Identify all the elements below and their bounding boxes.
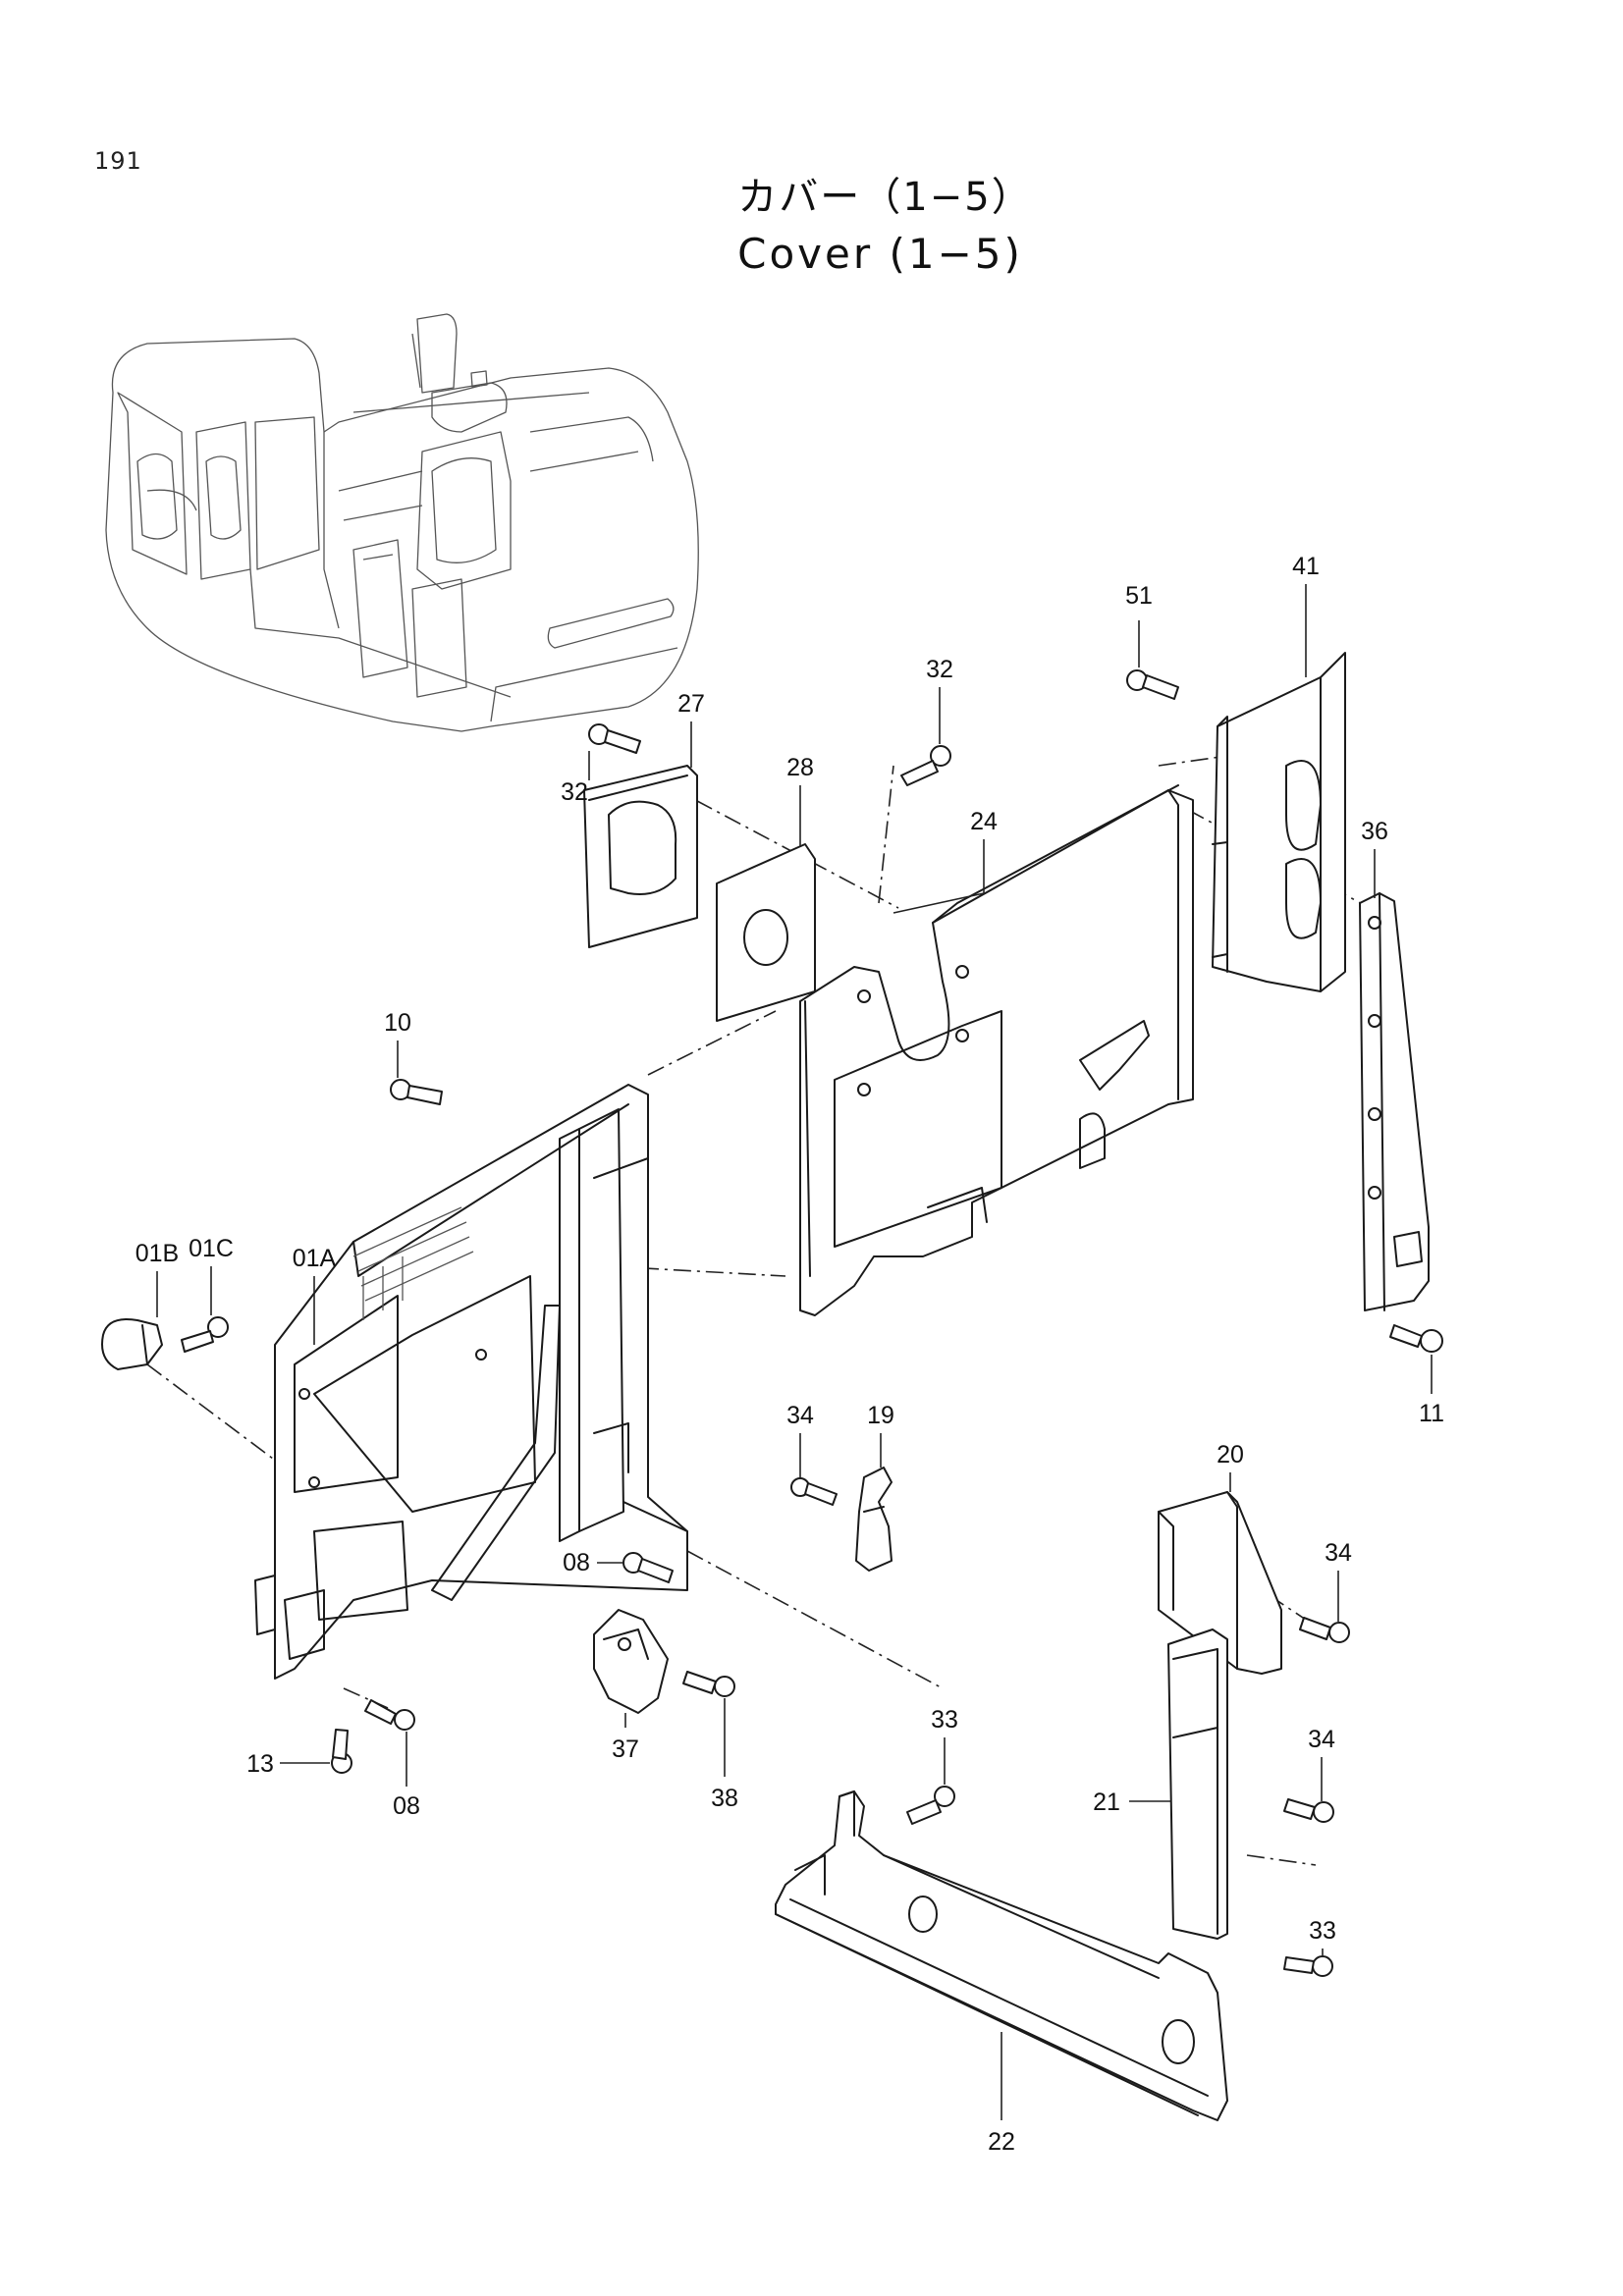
callout-10: 10 [384,1009,411,1037]
bolt-33-lower [1283,1955,1333,1977]
callout-33-upper: 33 [931,1706,958,1734]
callout-08-upper: 08 [563,1549,590,1576]
callout-32-left: 32 [561,778,588,806]
part-24-panel [799,784,1194,1316]
leader-lines [156,584,1433,2120]
callout-21: 21 [1093,1789,1120,1816]
part-28-pad [716,843,816,1022]
bolt-34-near-21 [1283,1798,1334,1823]
bolts [181,669,1443,1977]
bolt-10 [390,1079,443,1105]
callout-labels: 51 41 32 27 32 28 24 36 10 01A 01C 01B 1… [135,553,1444,2156]
part-41-panel [1212,652,1346,992]
part-36-bracket [1359,892,1430,1311]
callout-34-near-20: 34 [1325,1539,1352,1567]
part-21-panel [1167,1629,1228,1940]
callout-34-near-21: 34 [1308,1726,1335,1753]
bolt-32-left [588,723,641,754]
callout-34-near-19: 34 [786,1402,814,1429]
callout-36: 36 [1361,818,1388,845]
callout-28: 28 [786,754,814,781]
bolt-38 [682,1671,735,1697]
bolt-32-center [900,745,951,786]
title-english: Cover (1−5) [737,230,1023,278]
callout-51: 51 [1125,582,1153,610]
callout-01C: 01C [189,1235,234,1262]
callout-22: 22 [988,2128,1015,2156]
bolt-34-near-19 [790,1477,838,1506]
part-01A-panel-assembly [254,1084,688,1680]
callout-38: 38 [711,1785,738,1812]
part-22-frame [775,1790,1228,2121]
callout-32-center: 32 [926,656,953,683]
callout-27: 27 [677,690,705,718]
callout-19: 19 [867,1402,894,1429]
callout-11: 11 [1419,1400,1444,1427]
bolt-34-near-20 [1299,1617,1350,1643]
part-19-bracket [855,1467,893,1572]
callout-01A: 01A [293,1245,337,1272]
bolt-33-upper [906,1786,955,1825]
bolt-08-lower [364,1699,415,1731]
part-37-holder [593,1609,669,1714]
bolt-11 [1389,1324,1443,1353]
callout-37: 37 [612,1735,639,1763]
bolt-13 [331,1729,352,1774]
callout-41: 41 [1292,553,1320,580]
page-number: 191 [94,147,142,175]
part-20-panel [1158,1491,1282,1675]
bolt-51 [1126,669,1179,700]
bolt-01C [181,1316,229,1353]
callout-20: 20 [1217,1441,1244,1468]
title-block: カバー（1−5） Cover (1−5) [0,169,1623,283]
title-japanese: カバー（1−5） [737,175,1033,220]
excavator-overview-illustration [105,313,699,732]
callout-24: 24 [970,808,998,835]
part-27-plate [583,765,698,948]
callout-33-lower: 33 [1309,1917,1336,1945]
part-01B-clip [101,1318,163,1370]
callout-08-lower: 08 [393,1792,420,1820]
callout-01B: 01B [135,1240,179,1267]
callout-13: 13 [246,1750,274,1778]
